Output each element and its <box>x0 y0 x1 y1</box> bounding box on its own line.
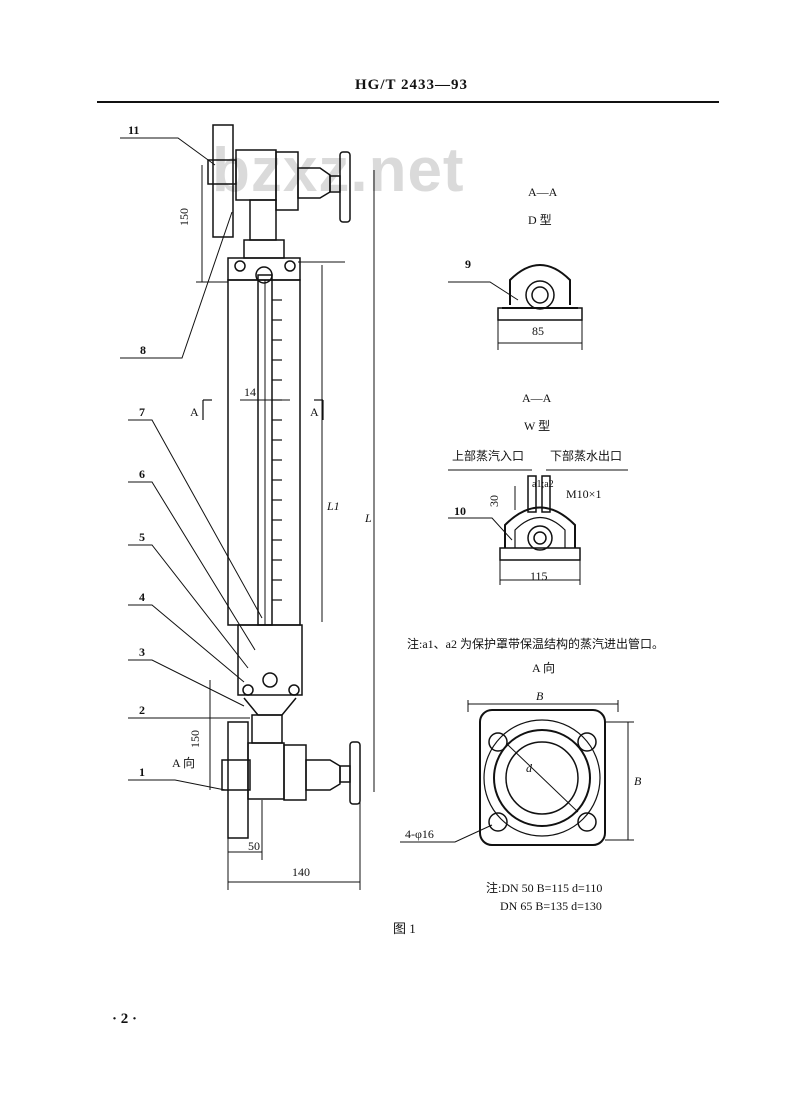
dim-140: 140 <box>292 865 310 879</box>
page-number: · 2 · <box>112 1011 138 1027</box>
part-label-5: 5 <box>139 530 145 544</box>
top-tee-flange <box>275 151 299 211</box>
view-arrow-label: A 向 <box>172 756 196 770</box>
a-label: a1;a2 <box>532 479 554 490</box>
dim-L1: L1 <box>327 499 340 513</box>
bottom-valve-stem <box>339 765 351 783</box>
note-bottom-line2: DN 65 B=135 d=130 <box>500 899 602 913</box>
top-union <box>243 239 285 259</box>
bottom-tee-flange <box>283 744 307 801</box>
top-valve-stem <box>329 175 341 193</box>
bolt <box>288 684 300 696</box>
view-a-drawing <box>400 700 634 846</box>
bottom-gauge-block <box>237 624 303 696</box>
section-d-width: 85 <box>532 324 544 338</box>
dim-top-150: 150 <box>177 208 191 226</box>
dim-bottom-150: 150 <box>188 730 202 748</box>
bolt <box>234 260 246 272</box>
part-label-4: 4 <box>139 590 145 604</box>
inlet-label: 上部蒸汽入口 <box>452 449 525 463</box>
section-w-drawing <box>448 469 628 585</box>
section-cut-markers <box>202 399 324 420</box>
section-w-title: A—A <box>522 391 552 405</box>
part-label-6: 6 <box>139 467 145 481</box>
bottom-flange-hub <box>221 759 251 791</box>
section-d-drawing <box>448 264 583 350</box>
scale-ticks <box>272 299 282 601</box>
dim-L: L <box>365 511 372 525</box>
part-label-3: 3 <box>139 645 145 659</box>
bolt <box>262 672 278 688</box>
section-mark-left: A <box>190 405 199 419</box>
note-bottom-line1: 注:DN 50 B=115 d=110 <box>486 881 603 895</box>
outlet-label: 下部蒸水出口 <box>550 449 623 463</box>
bolt <box>284 260 296 272</box>
dim-d: d <box>526 761 532 775</box>
thread-label: M10×1 <box>566 487 602 501</box>
bolt <box>242 684 254 696</box>
dim-14: 14 <box>244 385 256 399</box>
part-label-8: 8 <box>140 343 146 357</box>
bottom-tee-body <box>247 742 285 800</box>
section-mark-right: A <box>310 405 319 419</box>
part-label-2: 2 <box>139 703 145 717</box>
top-flange-hub <box>207 159 237 185</box>
gauge-housing <box>227 279 301 626</box>
top-handwheel <box>339 151 351 223</box>
holes-label: 4-φ16 <box>405 827 434 841</box>
figure-caption: 图 1 <box>393 921 416 936</box>
note-top: 注:a1、a2 为保护罩带保温结构的蒸汽进出管口。 <box>407 637 664 651</box>
bottom-handwheel <box>349 741 361 805</box>
part-label-7: 7 <box>139 405 145 419</box>
top-tee-body <box>235 149 277 201</box>
section-w-subtitle: W 型 <box>524 419 551 433</box>
header-rule <box>97 101 719 103</box>
part-label-1: 1 <box>139 765 145 779</box>
packing-gland <box>243 697 297 716</box>
dim-30: 30 <box>487 495 501 507</box>
leader-lines <box>120 137 263 791</box>
top-valve-body <box>297 167 331 199</box>
main-dimension-lines <box>196 165 375 890</box>
section-d-title: A—A <box>528 185 558 199</box>
top-neck <box>249 199 277 241</box>
section-d-subtitle: D 型 <box>528 213 552 227</box>
dim-B-top: B <box>536 689 544 703</box>
section-w-width: 115 <box>530 569 548 583</box>
bottom-left-flange <box>227 721 249 839</box>
part-label-9: 9 <box>465 257 471 271</box>
part-label-10: 10 <box>454 504 466 518</box>
standard-code: HG/T 2433—93 <box>355 77 468 93</box>
bottom-neck <box>251 714 283 744</box>
view-a-title: A 向 <box>532 661 556 675</box>
bottom-valve-body <box>305 759 341 791</box>
part-label-11: 11 <box>128 123 140 137</box>
dim-50: 50 <box>248 839 260 853</box>
dim-B-side: B <box>634 774 642 788</box>
top-left-flange <box>212 124 234 238</box>
